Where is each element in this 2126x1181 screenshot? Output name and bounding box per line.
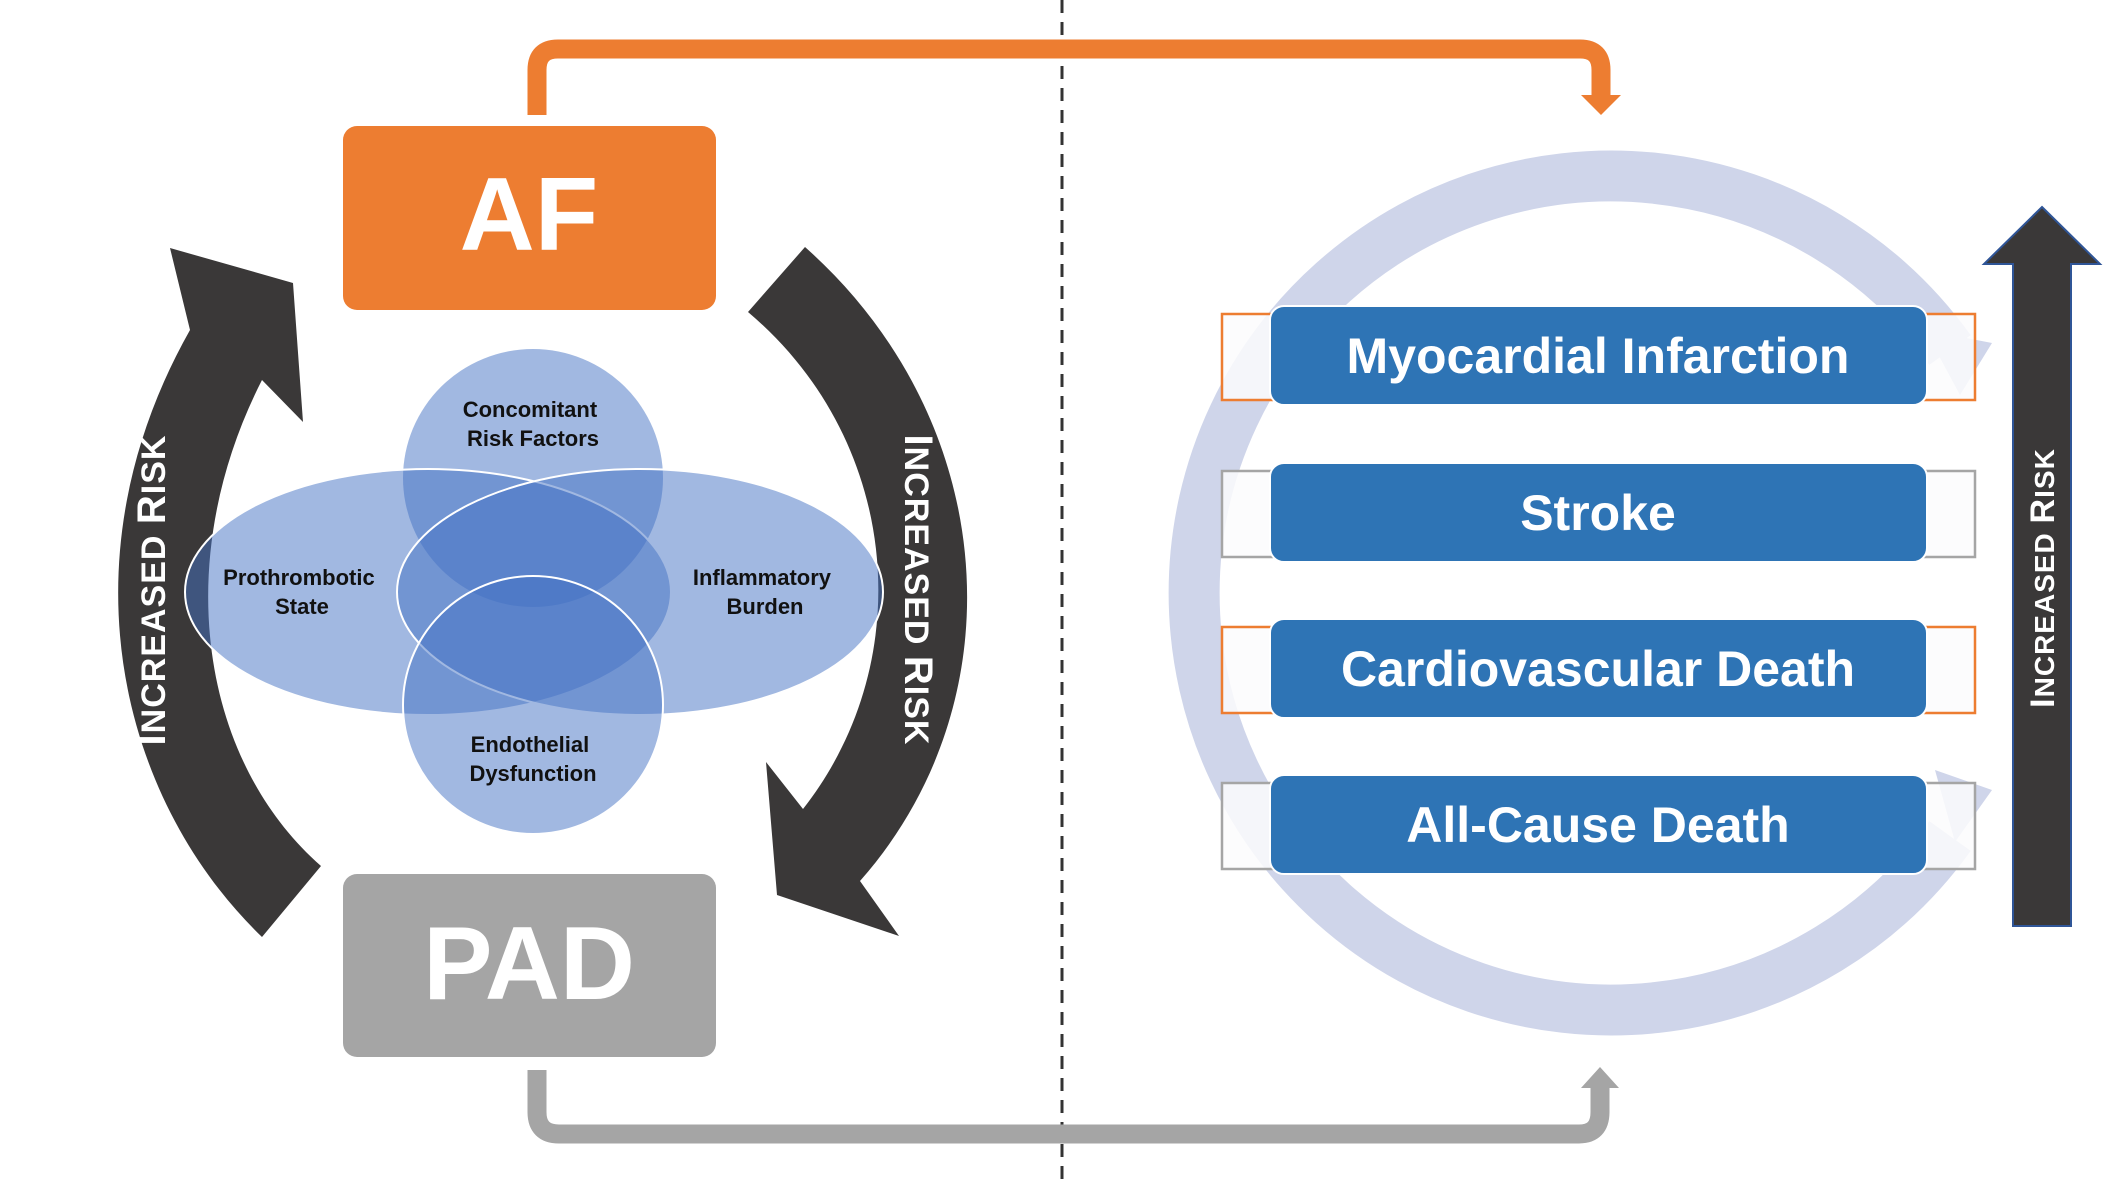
venn-top-label: Concomitant Risk Factors [463,397,604,451]
outcome-bar [1269,618,1928,719]
left-increased-risk-arrow [118,248,321,937]
outcome-list: Myocardial InfarctionStrokeCardiovascula… [1220,305,1977,875]
outcome-bar [1269,462,1928,563]
venn-left-label: Prothrombotic State [223,565,381,619]
outcome-item: All-Cause Death [1220,774,1977,875]
pad-connector-arrow [527,1070,1610,1144]
outcome-label: Myocardial Infarction [1347,328,1850,384]
af-box-label: AF [460,157,599,273]
ring-arc [1168,150,1971,1036]
outcome-bar [1269,774,1928,875]
outcome-label: Stroke [1520,485,1676,541]
outcome-label: Cardiovascular Death [1341,641,1855,697]
outcome-item: Cardiovascular Death [1220,618,1977,719]
venn-bottom-circle [402,575,664,835]
left-increased-risk-label: INCREASED RISK [130,435,174,746]
outcome-item: Stroke [1220,462,1977,563]
pad-connector-arrowhead [1581,1067,1619,1088]
outcome-item: Myocardial Infarction [1220,305,1977,406]
outcome-ring [1168,150,1992,1036]
vertical-increased-risk-label: INCREASED RISK [2024,448,2062,708]
af-box: AF [343,126,716,310]
venn-bottom-label: Endothelial Dysfunction [469,732,596,786]
outcome-label: All-Cause Death [1406,797,1789,853]
pad-box: PAD [343,874,716,1057]
venn-diagram: Concomitant Risk Factors Prothrombotic S… [184,349,884,835]
right-increased-risk-label: INCREASED RISK [896,435,940,746]
venn-right-label: Inflammatory Burden [693,565,837,619]
pad-box-label: PAD [423,906,635,1022]
vertical-increased-risk-arrow: INCREASED RISK [1981,205,2103,927]
af-connector-arrowhead [1581,95,1621,115]
af-connector-arrow [527,39,1611,115]
outcome-bar [1269,305,1928,406]
right-increased-risk-arrow [748,247,968,936]
